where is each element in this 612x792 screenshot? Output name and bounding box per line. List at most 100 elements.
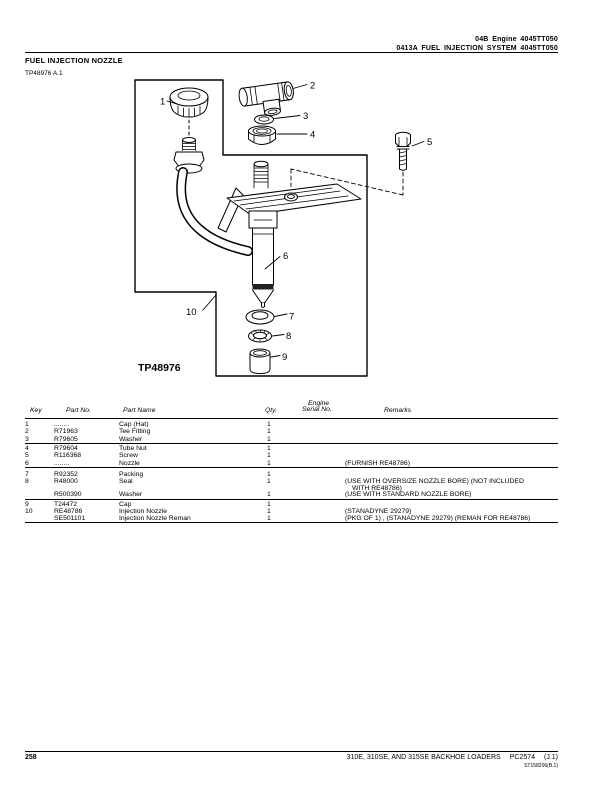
cell-key: 3 <box>25 435 29 443</box>
cell-part-no: R116368 <box>54 452 82 459</box>
part-2-tee-fitting-drawing <box>238 81 294 116</box>
cell-part-name: Injection Nozzle <box>119 507 167 515</box>
part-1-cap-drawing <box>169 87 209 138</box>
cell-qty: 1 <box>267 507 271 515</box>
cell-part-no: ........ <box>54 420 70 428</box>
callout-6: 6 <box>283 251 288 262</box>
cell-part-name: Tee Fitting <box>119 428 151 435</box>
cell-part-no: R79604 <box>54 444 78 452</box>
cell-qty: 1 <box>267 444 271 452</box>
header-rule <box>25 51 558 53</box>
table-rule <box>25 522 558 523</box>
cell-part-no: SE501101 <box>54 514 86 522</box>
cell-qty: 1 <box>267 514 271 522</box>
figure-reference: TP48976 A.1 <box>25 69 63 77</box>
callout-9: 9 <box>282 352 287 363</box>
cell-part-no: R79605 <box>54 435 78 443</box>
callout-7: 7 <box>289 312 294 323</box>
cell-qty: 1 <box>267 420 271 428</box>
col-header-serial-no: Serial No. <box>302 405 332 413</box>
cell-part-name: Nozzle <box>119 459 140 467</box>
cell-part-name: Tube Nut <box>119 444 147 452</box>
callout-leader-lines <box>166 84 425 358</box>
callout-5: 5 <box>427 137 432 148</box>
header-line2: 0413A FUEL INJECTION SYSTEM 4045TT050 <box>396 44 558 52</box>
cell-key: 1 <box>25 420 29 428</box>
cell-part-name: Seal <box>119 478 133 485</box>
col-header-remarks: Remarks <box>384 407 412 415</box>
cell-remarks: (USE WITH STANDARD NOZZLE BORE) <box>345 491 472 498</box>
cell-key: 7 <box>25 470 29 478</box>
part-8-seal-drawing <box>248 329 272 343</box>
cell-remarks: (FURNISH RE48786) <box>345 459 410 467</box>
cell-remarks: (USE WITH OVERSIZE NOZZLE BORE) (NOT INC… <box>345 478 524 485</box>
cell-part-name: Injection Nozzle Reman <box>119 514 191 522</box>
col-header-part-no: Part No. <box>66 407 91 415</box>
col-header-part-name: Part Name <box>123 407 156 415</box>
callout-10: 10 <box>186 307 197 318</box>
table-rule <box>25 417 558 419</box>
cell-part-name: Packing <box>119 470 144 478</box>
cell-remarks: (STANADYNE 29279) <box>345 507 412 515</box>
callout-2: 2 <box>310 81 315 92</box>
cell-key: 9 <box>25 500 29 508</box>
part-5-screw-drawing <box>290 131 411 196</box>
table-rule <box>25 498 558 500</box>
cell-key: 8 <box>25 478 29 485</box>
cell-part-no: R71963 <box>54 428 78 435</box>
footer-right: 310E, 310SE, AND 315SE BACKHOE LOADERS PC… <box>347 754 558 761</box>
cell-key: 6 <box>25 459 29 467</box>
cell-qty: 1 <box>267 491 271 498</box>
cell-part-no: R92352 <box>54 470 78 478</box>
cell-part-name: Washer <box>119 491 143 498</box>
cell-qty: 1 <box>267 478 271 485</box>
part-3-washer-drawing <box>254 114 274 125</box>
figure-id-label: TP48976 <box>138 362 181 374</box>
part-7-packing-drawing <box>245 309 275 325</box>
footer-model-text: 310E, 310SE, AND 315SE BACKHOE LOADERS <box>346 753 501 761</box>
cell-part-no: T24472 <box>54 500 78 508</box>
col-header-engine: Engine <box>308 399 330 407</box>
cell-part-name: Screw <box>119 452 138 459</box>
cell-qty: 1 <box>267 470 271 478</box>
cell-key: 4 <box>25 444 29 452</box>
cell-remarks: (PKG OF 1) , (STANADYNE 29279) (REMAN FO… <box>345 514 531 522</box>
page-title: FUEL INJECTION NOZZLE <box>25 56 123 65</box>
table-rule <box>25 443 558 444</box>
cell-qty: 1 <box>267 459 271 467</box>
footer-revision: (J.1) <box>544 753 558 761</box>
footer-rule <box>25 750 558 752</box>
page-number: 258 <box>25 753 37 761</box>
part-4-tube-nut-drawing <box>248 125 276 145</box>
footer-catalog-code: PC2574 <box>509 753 535 761</box>
cell-part-no: R500390 <box>54 491 82 498</box>
diagram-border <box>134 79 368 377</box>
cell-key: 5 <box>25 452 29 459</box>
cell-part-name: Cap (Hat) <box>119 420 149 428</box>
part-9-cap-drawing <box>249 348 271 374</box>
callout-1: 1 <box>160 97 165 108</box>
fuel-line-drawing <box>173 137 253 256</box>
header-line1: 04B Engine 4045TT050 <box>475 35 558 43</box>
cell-remarks: WITH RE48786) <box>352 484 402 492</box>
part-6-nozzle-drawing <box>248 210 278 308</box>
table-rule <box>25 466 558 468</box>
callout-8: 8 <box>286 331 291 342</box>
callout-3: 3 <box>303 111 308 122</box>
footer-ref-code: ST158206(B.1) <box>524 762 558 769</box>
cell-qty: 1 <box>267 452 271 459</box>
callout-4: 4 <box>310 130 315 141</box>
cell-part-no: ........ <box>54 459 70 467</box>
cell-key: 10 <box>25 507 33 515</box>
col-header-key: Key <box>30 407 42 415</box>
cell-part-no: RE48786 <box>54 507 83 515</box>
cell-part-no: R48000 <box>54 478 78 485</box>
bracket-clamp-drawing <box>217 160 362 233</box>
cell-qty: 1 <box>267 500 271 508</box>
cell-qty: 1 <box>267 428 271 435</box>
cell-qty: 1 <box>267 435 271 443</box>
cell-key: 2 <box>25 428 29 435</box>
col-header-qty: Qty. <box>265 407 277 415</box>
